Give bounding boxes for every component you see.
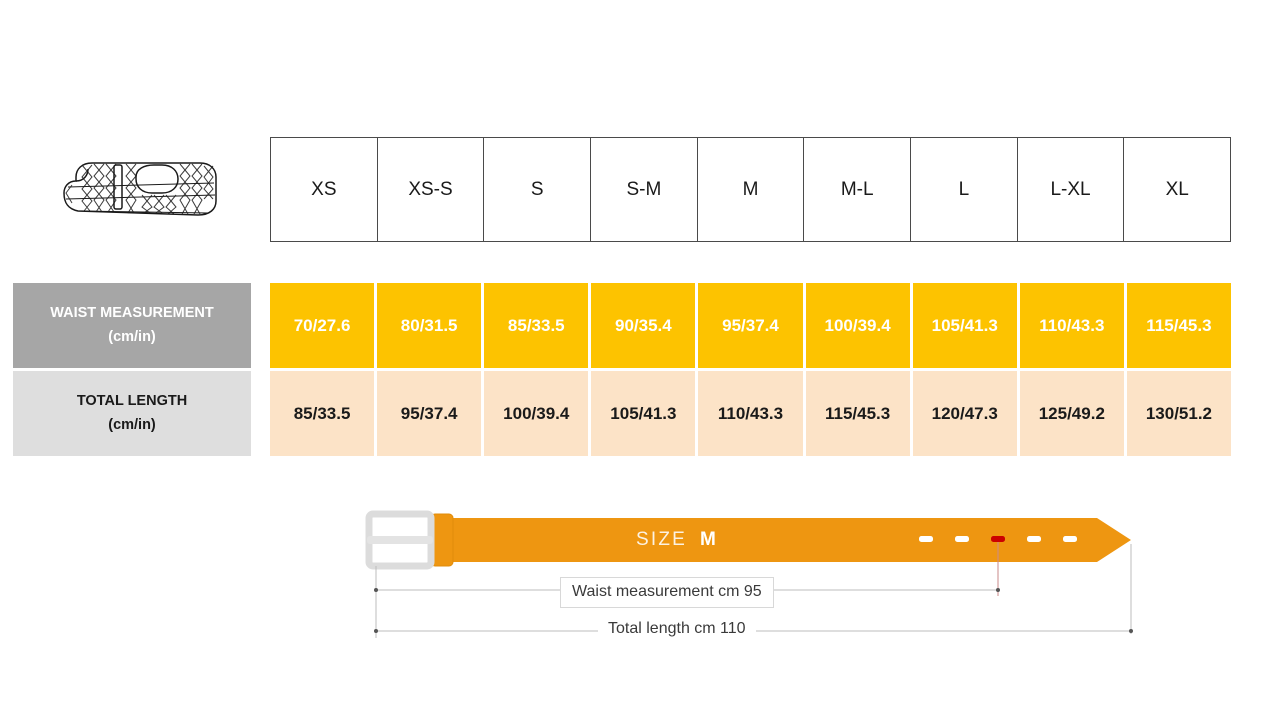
belt-hole-4 [1027, 536, 1041, 542]
size-label: S [530, 178, 544, 200]
waist-value-m-l: 100/39.4 [805, 283, 910, 368]
table-row-waist-measurement: WAIST MEASUREMENT (cm/in) 70/27.6 80/31.… [13, 283, 1231, 368]
size-header-cell-xl: XL [1124, 138, 1230, 241]
belt-hole-2 [955, 536, 969, 542]
length-value-s: 100/39.4 [484, 371, 589, 456]
row-label-unit: (cm/in) [108, 328, 156, 345]
belt-hole-1 [919, 536, 933, 542]
length-value-m: 110/43.3 [698, 371, 803, 456]
buckle-prong-bar [367, 536, 433, 544]
row-label-title: TOTAL LENGTH [76, 393, 188, 410]
belt-measurement-diagram [365, 510, 1133, 638]
length-value-xl: 130/51.2 [1126, 371, 1231, 456]
length-value-cells: 85/33.5 95/37.4 100/39.4 105/41.3 110/43… [270, 371, 1231, 456]
size-header-cell-l-xl: L-XL [1018, 138, 1125, 241]
length-value-s-m: 105/41.3 [591, 371, 696, 456]
waist-value-s-m: 90/35.4 [591, 283, 696, 368]
size-header-cell-xs: XS [271, 138, 378, 241]
size-header-cell-xs-s: XS-S [378, 138, 485, 241]
table-row-total-length: TOTAL LENGTH (cm/in) 85/33.5 95/37.4 100… [13, 371, 1231, 456]
size-header-cell-s-m: S-M [591, 138, 698, 241]
waist-value-l: 105/41.3 [912, 283, 1017, 368]
total-length-callout: Total length cm 110 [598, 618, 756, 640]
belt-strap [427, 518, 1131, 562]
size-label: L [958, 178, 970, 200]
row-label-title: WAIST MEASUREMENT [50, 305, 214, 322]
size-label: S-M [626, 178, 662, 200]
row-label-waist-measurement: WAIST MEASUREMENT (cm/in) [13, 283, 251, 368]
waist-value-cells: 70/27.6 80/31.5 85/33.5 90/35.4 95/37.4 … [270, 283, 1231, 368]
size-header-cell-m: M [698, 138, 805, 241]
belt-hole-5 [1063, 536, 1077, 542]
size-label: XL [1165, 178, 1189, 200]
waist-value-s: 85/33.5 [484, 283, 589, 368]
size-label: XS-S [408, 178, 453, 200]
length-value-l: 120/47.3 [912, 371, 1017, 456]
waist-value-xs: 70/27.6 [270, 283, 375, 368]
size-label: M-L [840, 178, 874, 200]
size-header-cell-l: L [911, 138, 1018, 241]
row-label-total-length: TOTAL LENGTH (cm/in) [13, 371, 251, 456]
length-value-xs-s: 95/37.4 [377, 371, 482, 456]
size-header-cell-s: S [484, 138, 592, 241]
size-header-table: XS XS-S S S-M M M-L L L-XL XL [270, 137, 1231, 242]
woven-belt-illustration [63, 162, 217, 216]
measurement-rows: WAIST MEASUREMENT (cm/in) 70/27.6 80/31.… [13, 283, 1231, 456]
waist-measurement-callout: Waist measurement cm 95 [560, 577, 774, 608]
length-value-m-l: 115/45.3 [805, 371, 910, 456]
row-label-unit: (cm/in) [108, 416, 156, 433]
length-value-xs: 85/33.5 [270, 371, 375, 456]
belt-hole-3-highlighted [991, 536, 1005, 542]
size-header-cell-m-l: M-L [804, 138, 912, 241]
waist-value-xs-s: 80/31.5 [377, 283, 482, 368]
waist-value-l-xl: 110/43.3 [1019, 283, 1124, 368]
length-value-l-xl: 125/49.2 [1019, 371, 1124, 456]
waist-value-xl: 115/45.3 [1126, 283, 1231, 368]
size-label: M [742, 178, 759, 200]
size-label: XS [311, 178, 337, 200]
waist-value-m: 95/37.4 [698, 283, 803, 368]
size-label: L-XL [1050, 178, 1091, 200]
